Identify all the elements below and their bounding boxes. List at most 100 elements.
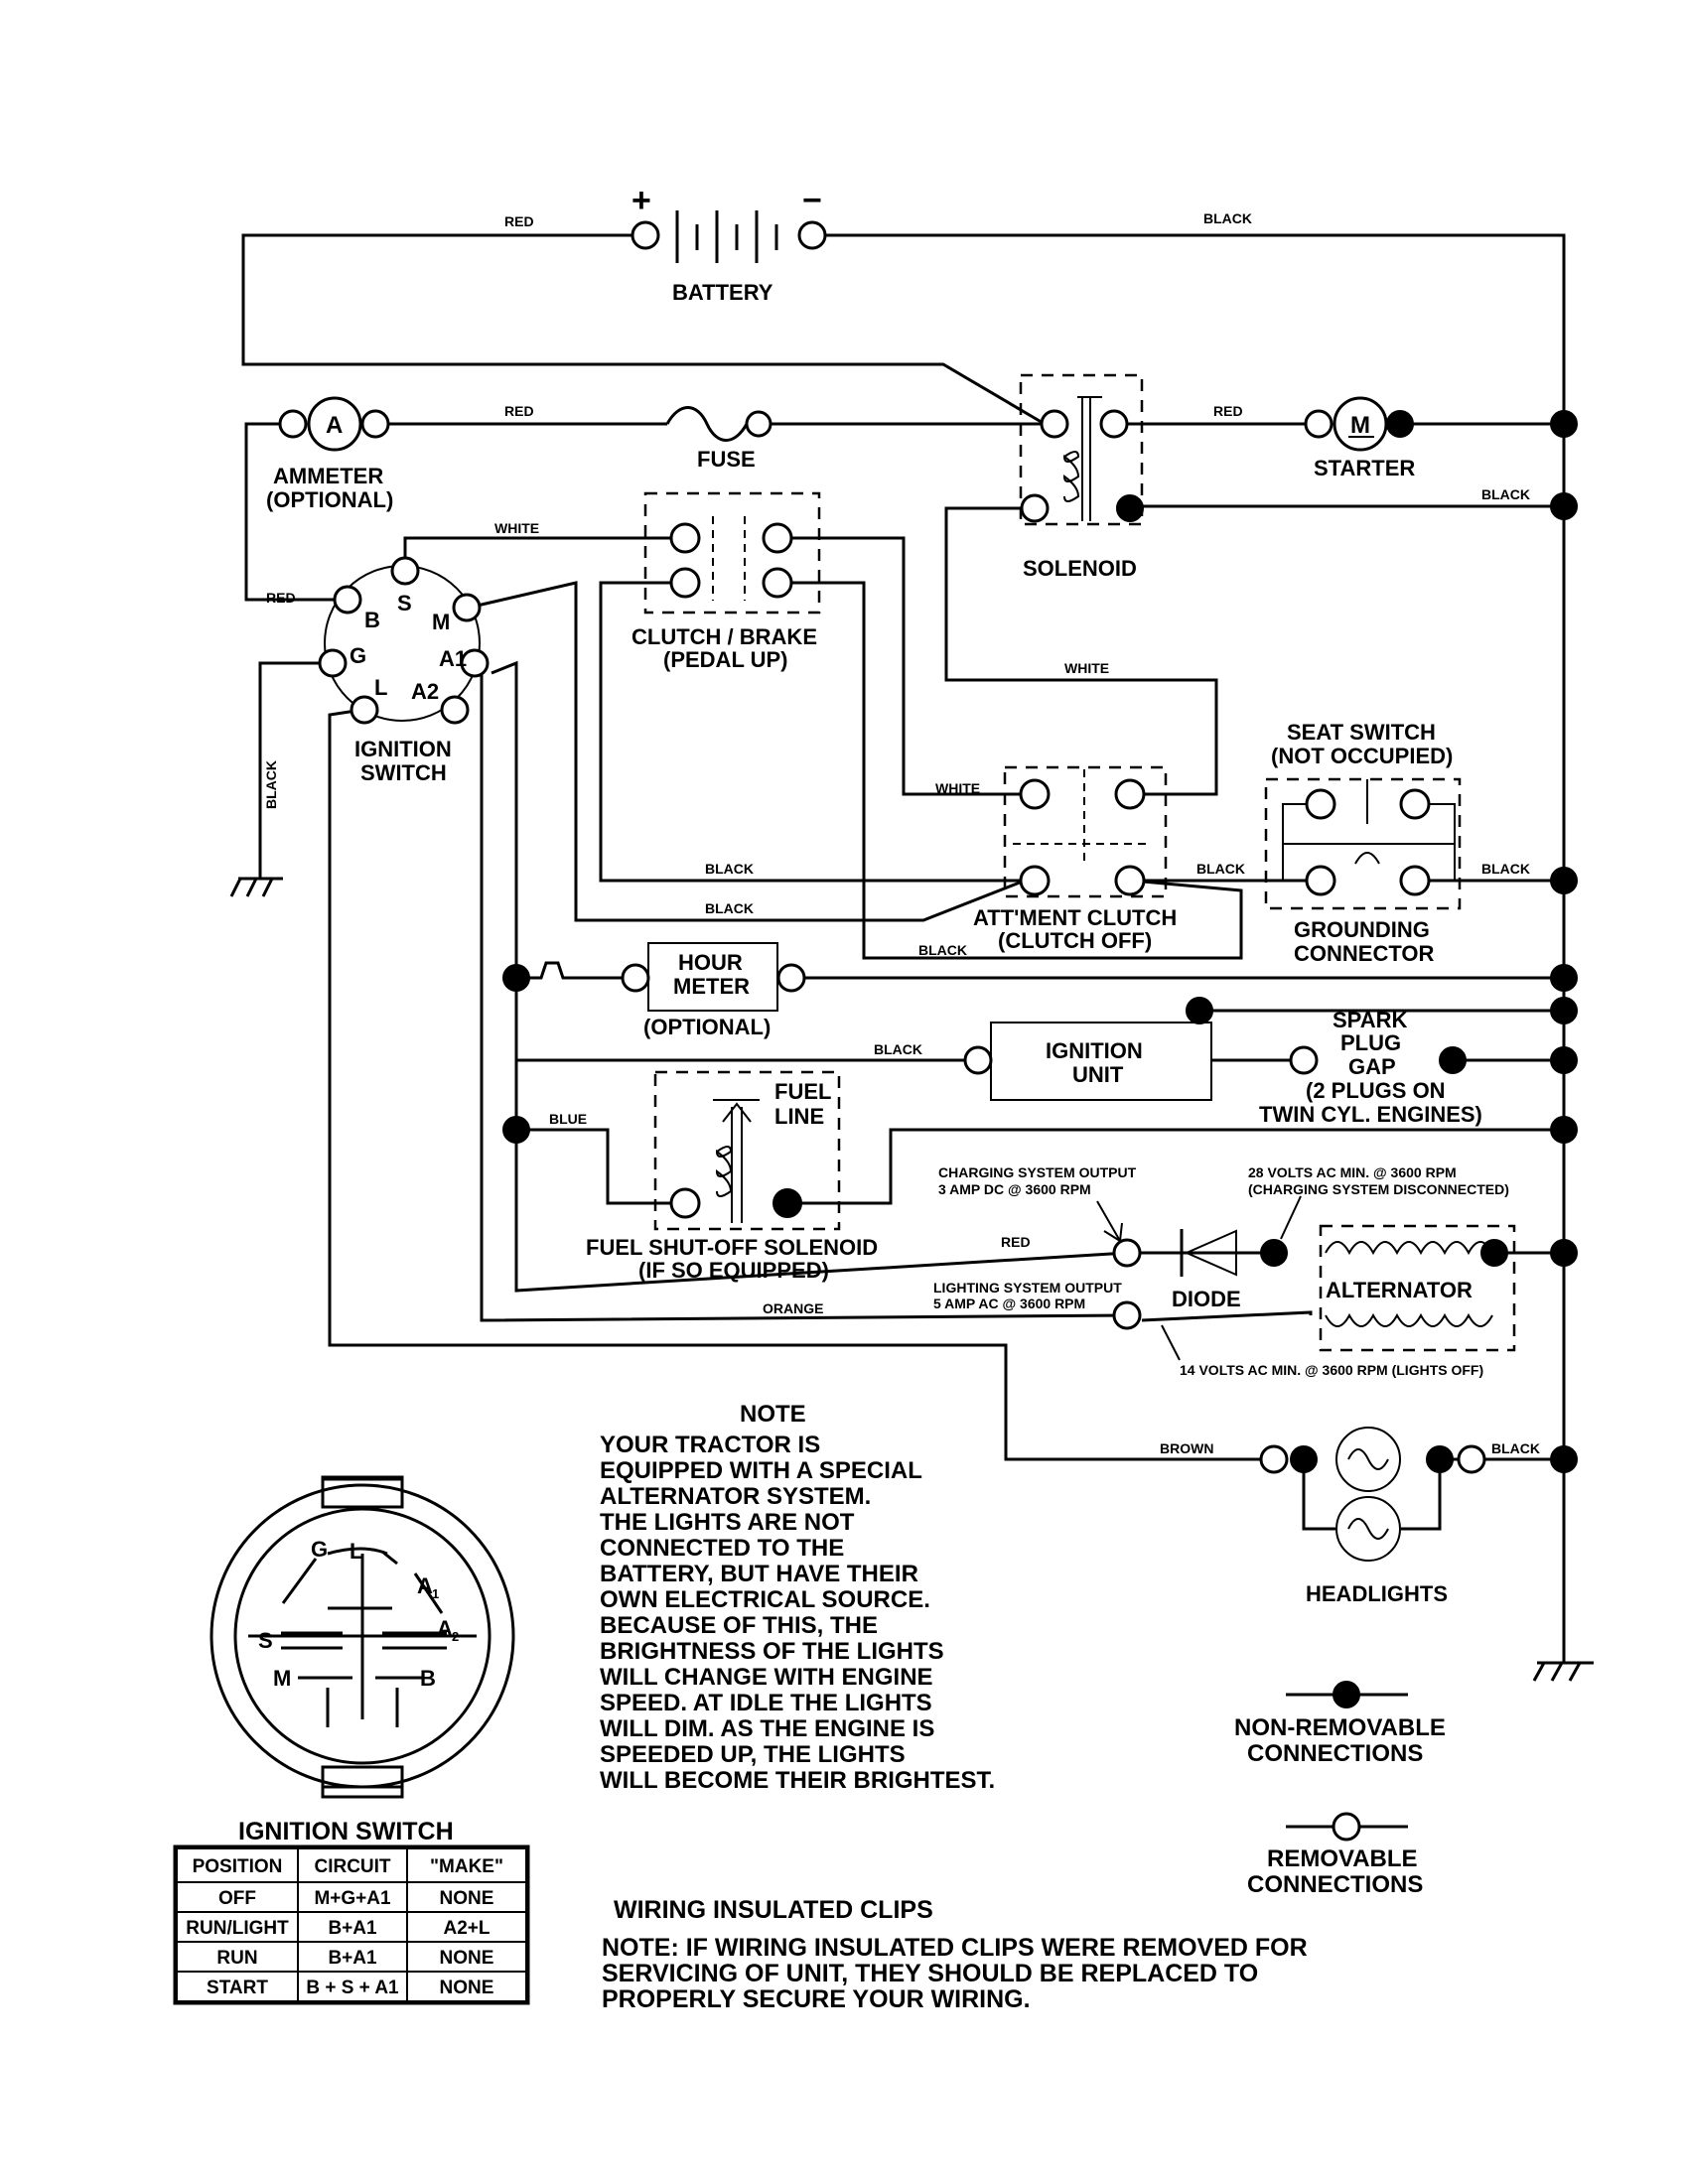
note-line: BRIGHTNESS OF THE LIGHTS <box>600 1638 944 1665</box>
table-cell-text: START <box>207 1978 268 1998</box>
label-red-ammeter: RED <box>504 403 534 419</box>
wire-black-battery <box>821 233 1566 1663</box>
attachment-clutch-switch: ATT'MENT CLUTCH (CLUTCH OFF) <box>973 765 1177 953</box>
label-black-att3: BLACK <box>918 942 967 958</box>
wire-seat-internal-r <box>1428 803 1456 882</box>
attment-clutch-label-1: ATT'MENT CLUTCH <box>973 905 1177 930</box>
table-cell-text: NONE <box>440 1948 494 1969</box>
table-cell <box>297 1941 408 1973</box>
fuel-line-label-1: FUEL <box>774 1079 831 1104</box>
wire-a1 <box>467 661 1128 1322</box>
wire-black-att2 <box>468 581 1026 922</box>
table-cell-text: RUN <box>216 1948 257 1969</box>
table-cell-text: OFF <box>218 1888 256 1909</box>
legend-removable-1: REMOVABLE <box>1267 1845 1418 1872</box>
wires <box>241 233 1566 1663</box>
ammeter-label-1: AMMETER <box>273 464 383 488</box>
note-line: BATTERY, BUT HAVE THEIR <box>600 1561 918 1587</box>
switch-terminal-m: M <box>432 610 450 634</box>
label-black-solenoid: BLACK <box>1481 486 1530 502</box>
table-border <box>173 1844 530 2005</box>
label-black-att2: BLACK <box>705 900 754 916</box>
face-label-s: S <box>258 1628 273 1653</box>
clutch-brake-label-1: CLUTCH / BRAKE <box>632 624 817 649</box>
face-label-a1: A <box>417 1573 433 1598</box>
note-line: BECAUSE OF THIS, THE <box>600 1612 878 1639</box>
note-line: SPEED. AT IDLE THE LIGHTS <box>600 1690 932 1716</box>
label-black-vertical: BLACK <box>263 760 279 809</box>
table-cell-text: B+A1 <box>328 1948 377 1969</box>
face-label-g: G <box>311 1537 328 1562</box>
fuel-shutoff-solenoid: FUEL LINE FUEL SHUT-OFF SOLENOID (IF SO … <box>502 1070 878 1283</box>
note-line: THE LIGHTS ARE NOT <box>600 1509 855 1536</box>
spark-label-3: GAP <box>1348 1054 1396 1079</box>
table-cell-text: B+A1 <box>328 1918 377 1939</box>
hour-meter-label-2: METER <box>673 974 750 999</box>
fuel-line-label-2: LINE <box>774 1104 824 1129</box>
label-black-head: BLACK <box>1491 1440 1540 1456</box>
clips-line-1: NOTE: IF WIRING INSULATED CLIPS WERE REM… <box>602 1934 1308 1962</box>
table-header: "MAKE" <box>430 1856 503 1877</box>
clutch-brake-switch: CLUTCH / BRAKE (PEDAL UP) <box>632 491 821 672</box>
starter-symbol: M <box>1350 412 1370 439</box>
label-white-solenoid: WHITE <box>1064 660 1109 676</box>
wire-white-solenoid <box>944 506 1218 796</box>
table-cell-text: RUN/LIGHT <box>186 1918 289 1939</box>
spark-label-1: SPARK <box>1333 1008 1407 1032</box>
headlights-label: HEADLIGHTS <box>1306 1581 1448 1606</box>
ignition-switch-label-2: SWITCH <box>360 760 447 785</box>
fuse-label: FUSE <box>697 447 756 472</box>
note-line: CONNECTED TO THE <box>600 1535 844 1562</box>
solenoid-label: SOLENOID <box>1023 556 1137 581</box>
ignition-unit-label-2: UNIT <box>1072 1062 1124 1087</box>
switch-terminal-b: B <box>364 608 380 632</box>
face-label-a2: A <box>437 1616 453 1641</box>
note-title: NOTE <box>740 1401 806 1428</box>
table-cell <box>406 1941 527 1973</box>
wire-labels: RED BLACK RED RED BLACK WHITE RED WHITE … <box>263 210 1540 1456</box>
label-red-starter: RED <box>1213 403 1243 419</box>
ammeter: A AMMETER (OPTIONAL) <box>266 396 393 512</box>
wire-red-battery <box>241 233 1046 426</box>
wire-clutch-lower-left <box>599 581 1025 883</box>
switch-terminal-a1: A1 <box>439 646 467 671</box>
ammeter-symbol: A <box>326 412 343 439</box>
legend: NON-REMOVABLE CONNECTIONS REMOVABLE CONN… <box>1234 1681 1446 1898</box>
ignition-unit: IGNITION UNIT SPARK PLUG GAP (2 PLUGS ON… <box>963 997 1482 1127</box>
table-cell <box>176 1941 299 1973</box>
legend-removable-2: CONNECTIONS <box>1247 1871 1423 1898</box>
switch-terminal-s: S <box>397 591 412 615</box>
bus-junctions <box>1550 410 1578 1473</box>
note-line: WILL BECOME THEIR BRIGHTEST. <box>600 1767 995 1794</box>
legend-non-removable-1: NON-REMOVABLE <box>1234 1714 1446 1741</box>
clutch-brake-label-2: (PEDAL UP) <box>663 647 788 672</box>
wire-brown <box>328 708 1266 1461</box>
note-line: WILL CHANGE WITH ENGINE <box>600 1664 933 1691</box>
label-red-switch: RED <box>266 590 296 606</box>
label-black-seat1: BLACK <box>1196 861 1245 877</box>
table-cell-text: M+G+A1 <box>314 1888 391 1909</box>
wire-blue <box>516 1128 672 1205</box>
table-header: POSITION <box>193 1856 283 1877</box>
volts-28-2: (CHARGING SYSTEM DISCONNECTED) <box>1248 1181 1509 1197</box>
note-line: OWN ELECTRICAL SOURCE. <box>600 1586 930 1613</box>
seat-switch-label-2: (NOT OCCUPIED) <box>1271 744 1453 768</box>
table-cell <box>406 1971 527 2002</box>
table-cell-text: B + S + A1 <box>306 1978 399 1998</box>
battery: + − BATTERY <box>631 182 827 305</box>
battery-plus: + <box>632 182 651 219</box>
label-white-clutch: WHITE <box>935 780 980 796</box>
fuse: FUSE <box>665 406 772 472</box>
starter-label: STARTER <box>1314 456 1415 480</box>
ignition-switch-face: G L A 1 A 2 S M B IGNITION SWITCH <box>210 1475 515 1845</box>
note-line: YOUR TRACTOR IS <box>600 1432 820 1458</box>
spark-label-2: PLUG <box>1340 1030 1401 1055</box>
fuel-solenoid-label-2: (IF SO EQUIPPED) <box>638 1258 829 1283</box>
table-header: CIRCUIT <box>314 1856 390 1877</box>
ground-symbol-left <box>229 877 283 897</box>
lighting-output-1: LIGHTING SYSTEM OUTPUT <box>933 1280 1122 1296</box>
